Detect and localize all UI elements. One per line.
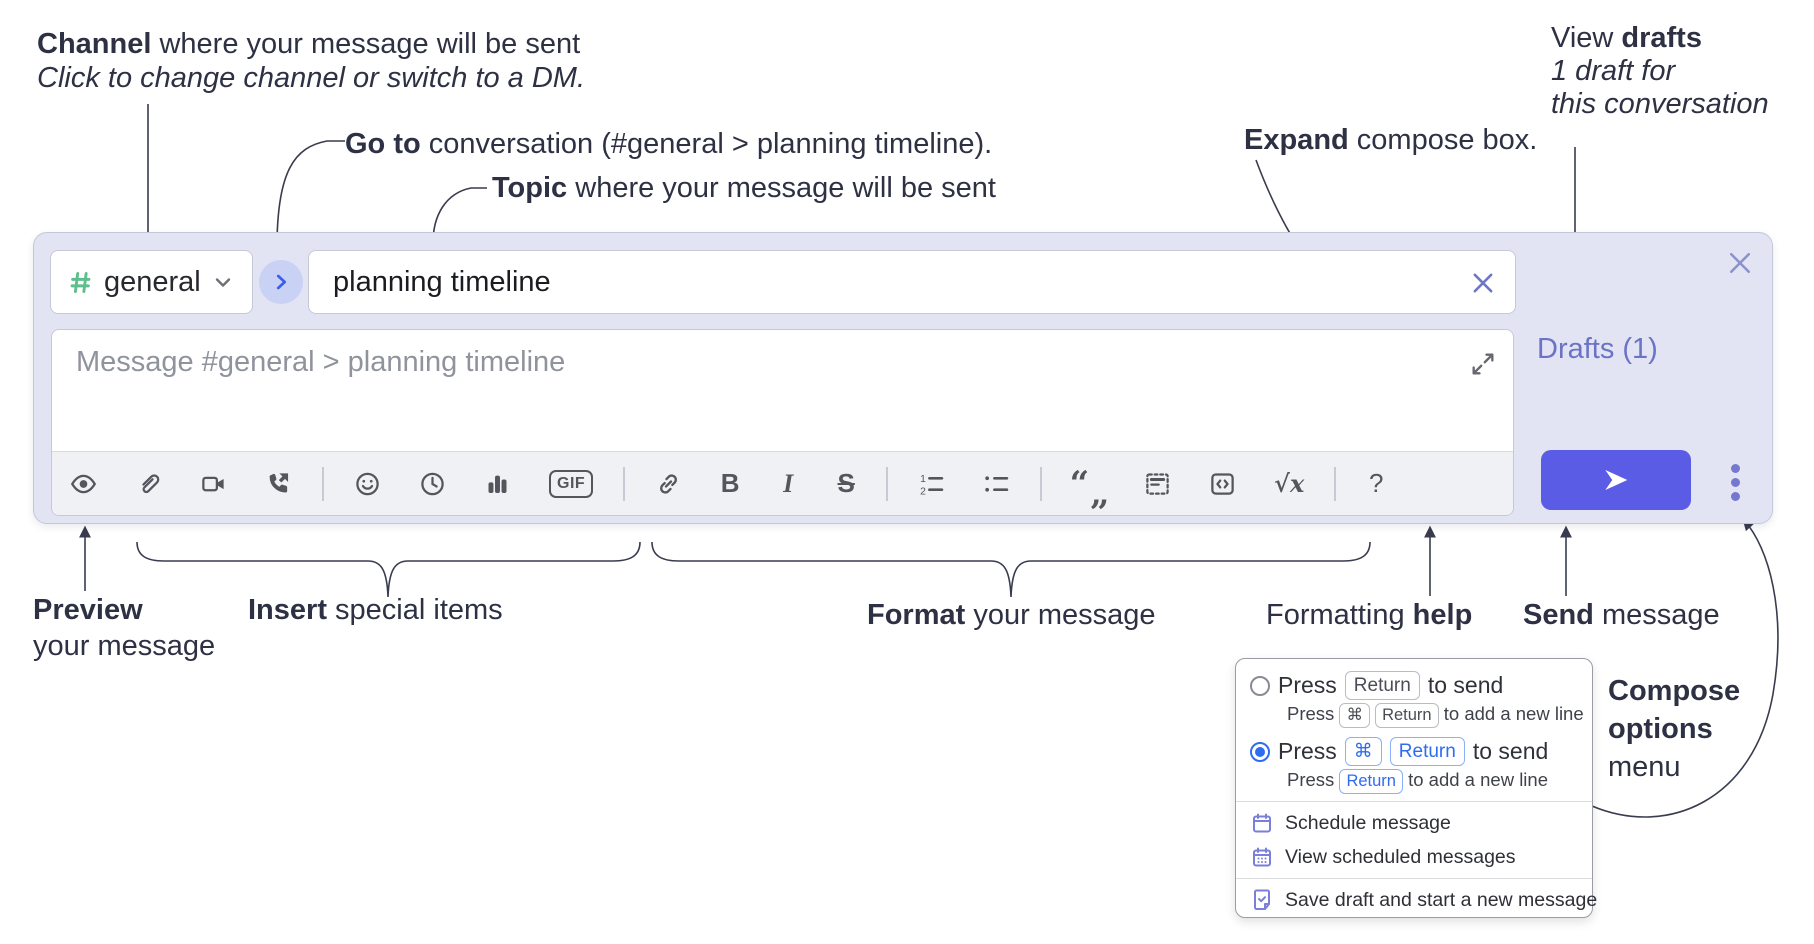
go-to-conversation-button[interactable] xyxy=(259,260,303,304)
video-call-icon[interactable] xyxy=(200,470,227,497)
save-draft-item[interactable]: Save draft and start a new message xyxy=(1236,883,1597,922)
compose-box-panel: general planning timeline xyxy=(33,232,1773,524)
calendar-icon xyxy=(1250,811,1274,835)
hash-icon xyxy=(67,269,94,296)
brace-insert xyxy=(136,541,641,598)
voice-call-icon[interactable] xyxy=(265,470,292,497)
chevron-down-icon xyxy=(211,270,235,294)
radio-unselected[interactable] xyxy=(1250,675,1270,696)
formatting-help-icon[interactable]: ? xyxy=(1369,468,1384,498)
attach-file-icon[interactable] xyxy=(135,470,162,497)
bulleted-list-icon[interactable] xyxy=(983,470,1010,497)
send-annotation: Send message xyxy=(1523,599,1720,631)
key-return: Return xyxy=(1389,737,1465,766)
popup-divider xyxy=(1236,801,1592,802)
chevron-right-icon xyxy=(270,271,292,293)
compose-options-annotation: Compose options menu xyxy=(1608,675,1741,783)
toolbar-divider xyxy=(886,466,889,501)
view-scheduled-messages-item[interactable]: View scheduled messages xyxy=(1236,840,1592,874)
brace-format xyxy=(651,541,1371,598)
channel-selector[interactable]: general xyxy=(50,250,253,314)
math-icon[interactable]: √x xyxy=(1274,469,1305,498)
topic-value: planning timeline xyxy=(333,265,551,298)
global-time-icon[interactable] xyxy=(419,470,446,497)
channel-annotation-sub: Click to change channel or switch to a D… xyxy=(37,62,586,94)
gif-icon[interactable]: GIF xyxy=(549,469,594,498)
send-button[interactable] xyxy=(1541,450,1691,510)
message-placeholder: Message #general > planning timeline xyxy=(76,346,566,378)
send-icon xyxy=(1600,464,1632,496)
schedule-message-item[interactable]: Schedule message xyxy=(1236,806,1592,840)
close-compose-icon[interactable] xyxy=(1722,245,1758,281)
send-option-cmd-return[interactable]: Press ⌘ Return to send Press Return to a… xyxy=(1236,735,1592,794)
toolbar-divider xyxy=(1040,466,1043,501)
key-return: Return xyxy=(1339,769,1403,794)
formatting-help-annotation: Formatting help xyxy=(1266,599,1473,631)
topic-input[interactable]: planning timeline xyxy=(308,250,1516,314)
strikethrough-icon[interactable]: S xyxy=(837,468,855,498)
expand-annotation: Expand compose box. xyxy=(1244,124,1538,156)
poll-icon[interactable] xyxy=(484,470,511,497)
toolbar-divider xyxy=(322,466,324,501)
bold-icon[interactable]: B xyxy=(720,468,740,498)
toolbar-divider xyxy=(1334,466,1337,501)
preview-annotation: Preview your message xyxy=(33,594,216,662)
radio-selected[interactable] xyxy=(1250,741,1270,762)
format-annotation: Format your message xyxy=(867,599,1156,631)
popup-divider xyxy=(1236,878,1592,879)
spoiler-icon[interactable] xyxy=(1144,470,1171,497)
send-option-return[interactable]: Press Return to send Press ⌘ Return to a… xyxy=(1236,669,1592,728)
insert-annotation: Insert special items xyxy=(248,594,503,626)
svg-text:2: 2 xyxy=(920,486,926,497)
svg-text:1: 1 xyxy=(920,473,926,484)
key-return: Return xyxy=(1375,703,1439,728)
calendar-grid-icon xyxy=(1250,845,1274,869)
message-input[interactable]: Message #general > planning timeline xyxy=(52,330,1513,451)
channel-name: general xyxy=(104,265,201,298)
compose-toolbar: GIF B I S 1 2 xyxy=(52,451,1513,515)
message-box: Message #general > planning timeline xyxy=(51,329,1514,516)
italic-icon[interactable]: I xyxy=(783,468,794,498)
link-icon[interactable] xyxy=(655,470,682,497)
draft-note-icon xyxy=(1250,888,1274,912)
key-cmd: ⌘ xyxy=(1339,703,1370,728)
compose-options-menu-icon[interactable] xyxy=(1718,455,1752,509)
emoji-icon[interactable] xyxy=(354,470,381,497)
numbered-list-icon[interactable]: 1 2 xyxy=(918,470,945,497)
quote-icon[interactable]: “„ xyxy=(1069,463,1110,514)
key-cmd: ⌘ xyxy=(1344,737,1382,766)
toolbar-divider xyxy=(623,466,626,501)
expand-compose-icon[interactable] xyxy=(1469,350,1497,383)
view-drafts-annotation: View drafts 1 draft for this conversatio… xyxy=(1551,22,1769,120)
clear-topic-icon[interactable] xyxy=(1467,267,1499,299)
key-return: Return xyxy=(1344,671,1420,700)
channel-annotation: Channel where your message will be sent xyxy=(37,28,581,60)
arrow-goto xyxy=(271,140,345,245)
drafts-link[interactable]: Drafts (1) xyxy=(1537,333,1658,365)
code-icon[interactable] xyxy=(1209,470,1236,497)
compose-options-popup: Press Return to send Press ⌘ Return to a… xyxy=(1235,658,1597,918)
preview-eye-icon[interactable] xyxy=(70,470,97,497)
goto-annotation: Go to conversation (#general > planning … xyxy=(345,128,993,160)
topic-annotation: Topic where your message will be sent xyxy=(492,172,996,204)
